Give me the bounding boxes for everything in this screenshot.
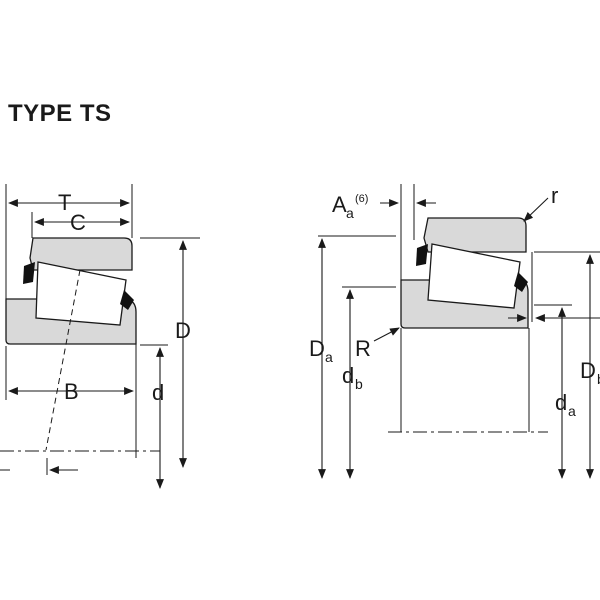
label-da: d: [555, 390, 567, 415]
label-Da: D: [309, 336, 325, 361]
label-Aa-superscript: (6): [355, 193, 368, 205]
label-db: d: [342, 363, 354, 388]
label-Aa-subscript: a: [346, 205, 354, 221]
label-B: B: [64, 379, 79, 404]
label-T: T: [58, 190, 71, 215]
left-bearing-diagram: T C B D d: [0, 184, 200, 489]
right-cage-left: [416, 244, 428, 266]
label-R: R: [355, 336, 371, 361]
label-C: C: [70, 210, 86, 235]
diagram-title: TYPE TS: [8, 100, 112, 127]
left-cup-outer-ring: [29, 237, 133, 271]
label-Db-subscript: b: [597, 371, 600, 387]
left-tapered-roller: [35, 261, 127, 326]
label-Da-subscript: a: [325, 349, 333, 365]
left-cage-left: [23, 262, 35, 284]
label-db-subscript: b: [355, 376, 363, 392]
right-cup-outer-ring: [423, 217, 527, 253]
label-Aa: A: [332, 192, 347, 217]
label-d: d: [152, 380, 164, 405]
label-da-subscript: a: [568, 403, 576, 419]
right-cage-right: [514, 272, 528, 292]
label-r: r: [551, 183, 558, 208]
label-D: D: [175, 318, 191, 343]
left-cage-right: [120, 290, 134, 310]
right-bearing-diagram: A a (6) r D a R d b d a D b: [309, 183, 600, 479]
right-tapered-roller: [427, 243, 521, 309]
label-Db: D: [580, 358, 596, 383]
